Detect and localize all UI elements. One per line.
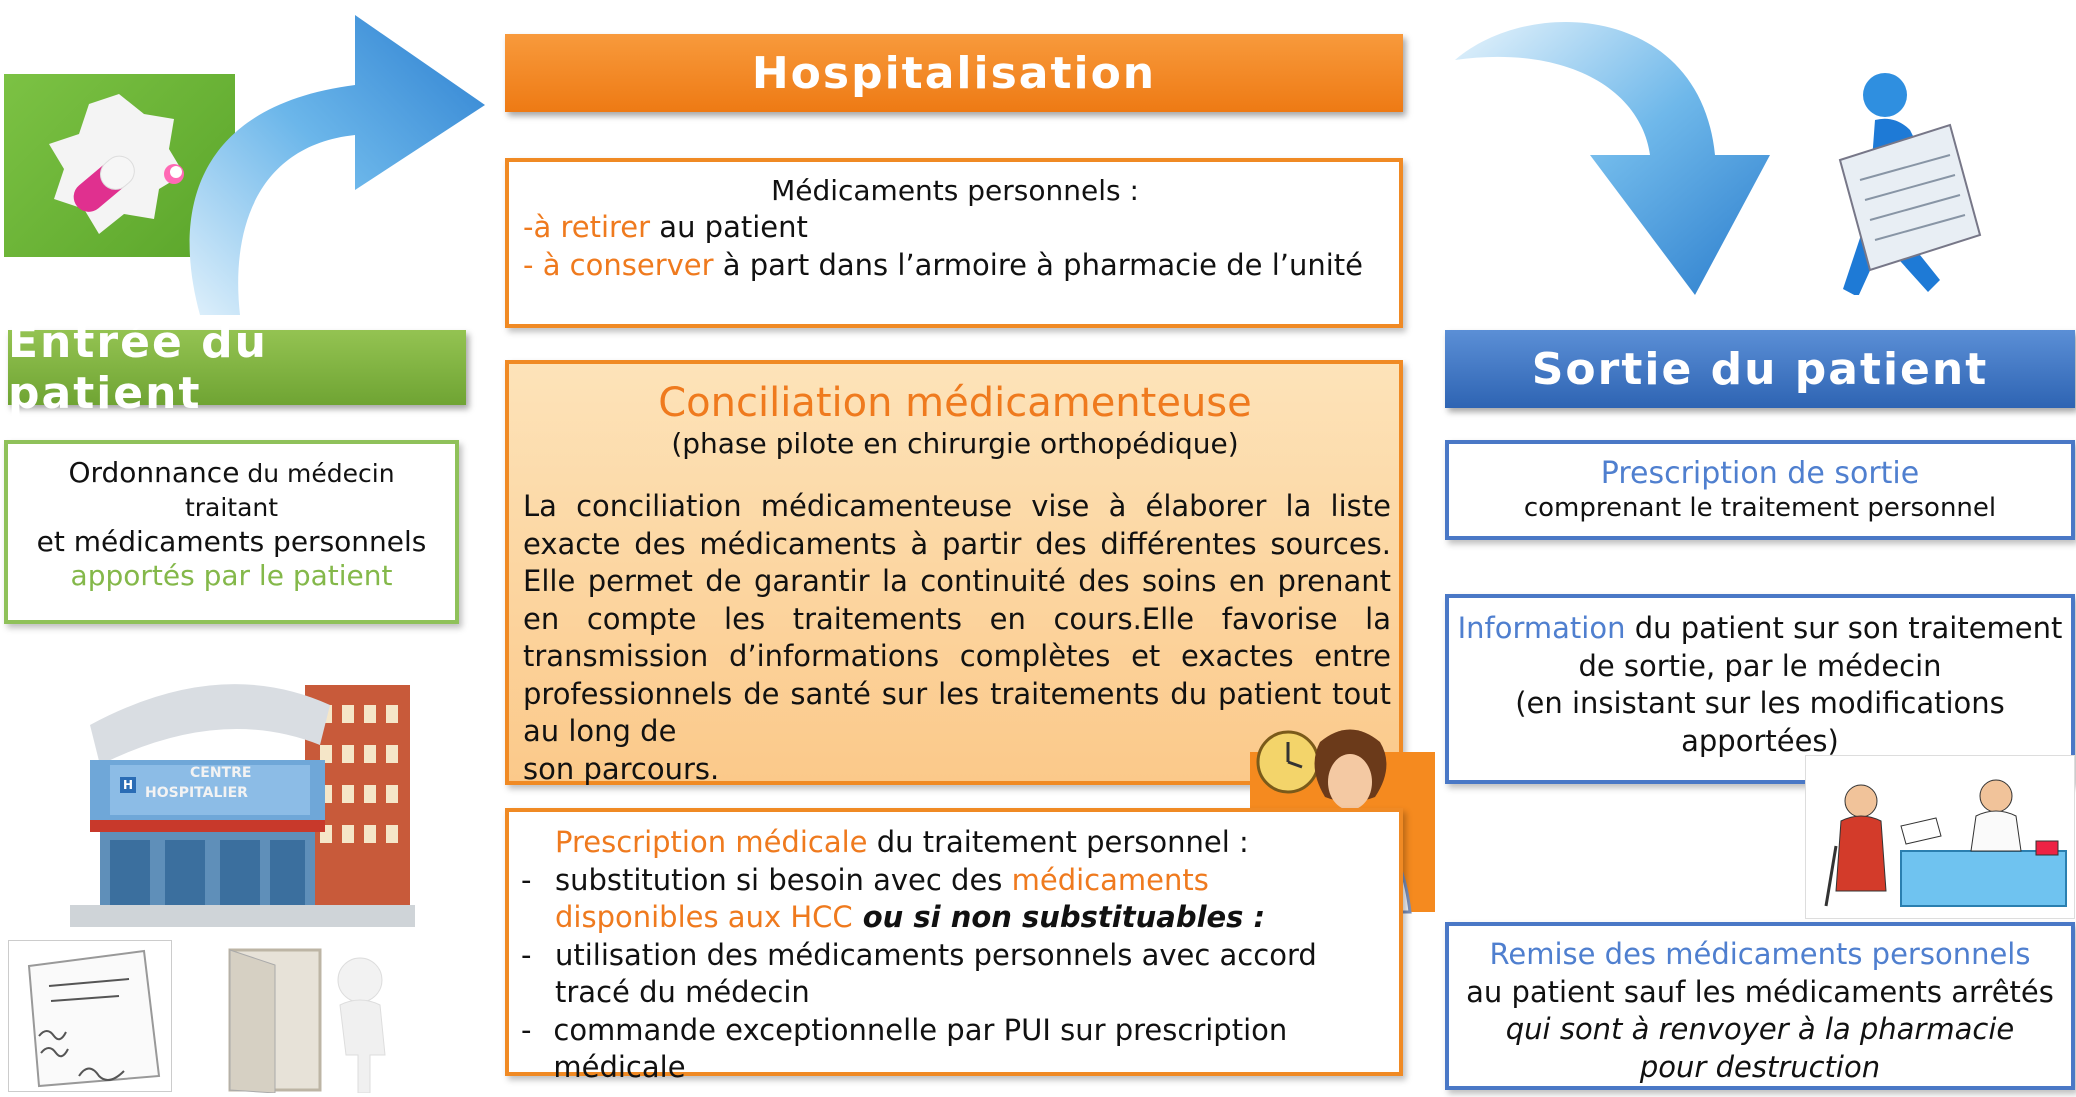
running-figure-image xyxy=(1830,70,2000,297)
hospital-sign-line1: CENTRE xyxy=(190,765,252,781)
hospital-building-image: H CENTRE HOSPITALIER xyxy=(70,665,415,927)
prescription-paper-image xyxy=(8,940,172,1092)
conciliation-body: La conciliation médicamenteuse vise à él… xyxy=(523,489,1391,748)
apportes-label: apportés par le patient xyxy=(70,559,393,592)
information-patient-box: Information du patient sur son traitemen… xyxy=(1445,594,2075,784)
sortie-header: Sortie du patient xyxy=(1445,330,2075,408)
remise-line4: pour destruction xyxy=(1639,1049,1881,1084)
medicaments-personnels-label: et médicaments personnels xyxy=(36,525,427,558)
remise-title: Remise des médicaments personnels xyxy=(1489,937,2031,971)
prescription-item-substitution: - substitution si besoin avec des médica… xyxy=(521,862,1266,935)
remise-line3: qui sont à renvoyer à la pharmacie xyxy=(1505,1012,2015,1046)
information-line4: apportées) xyxy=(1681,723,1839,758)
hospitalisation-header: Hospitalisation xyxy=(505,34,1403,112)
curved-arrow-down-icon xyxy=(1455,21,1770,296)
conciliation-subtitle: (phase pilote en chirurgie orthopédique) xyxy=(671,427,1239,460)
medicaments-personnels-box: Médicaments personnels : -à retirer au p… xyxy=(505,158,1403,328)
information-line3: (en insistant sur les modifications xyxy=(1515,686,2005,720)
information-line1: Information du patient sur son traitemen… xyxy=(1457,611,2063,645)
pharmacy-counter-image xyxy=(1805,755,2075,919)
conciliation-box: Conciliation médicamenteuse (phase pilot… xyxy=(505,360,1403,786)
medicaments-item-retirer: -à retirer au patient xyxy=(523,210,808,244)
hospital-sign-line2: HOSPITALIER xyxy=(145,785,248,801)
medicaments-title: Médicaments personnels : xyxy=(771,174,1139,207)
entree-header: Entrée du patient xyxy=(8,317,466,419)
medicaments-item-conserver: - à conserver à part dans l’armoire à ph… xyxy=(523,248,1364,282)
conciliation-body-end: son parcours. xyxy=(523,751,720,786)
remise-medicaments-box: Remise des médicaments personnels au pat… xyxy=(1445,922,2075,1090)
prescription-item-utilisation: - utilisation des médicaments personnels… xyxy=(521,937,1317,1010)
prescription-title: Prescription médicale du traitement pers… xyxy=(555,825,1249,859)
prescription-medicale-box: Prescription médicale du traitement pers… xyxy=(505,808,1403,1084)
door-figure-image xyxy=(220,945,410,1094)
prescription-sortie-body: comprenant le traitement personnel xyxy=(1523,493,1997,523)
prescription-sortie-box: Prescription de sortie comprenant le tra… xyxy=(1445,440,2075,540)
prescription-sortie-title: Prescription de sortie xyxy=(1600,456,1920,491)
ordonnance-label: Ordonnance xyxy=(68,456,240,489)
du-medecin-label: du médecin xyxy=(239,459,395,488)
prescription-item-commande: - commande exceptionnelle par PUI sur pr… xyxy=(521,1012,1288,1085)
remise-line2: au patient sauf les médicaments arrêtés xyxy=(1466,974,2054,1009)
curved-arrow-right-icon xyxy=(189,15,485,315)
hospital-sign-h: H xyxy=(122,778,134,792)
entree-box: Ordonnance du médecin traitant et médica… xyxy=(4,440,459,624)
pills-image xyxy=(4,74,235,257)
conciliation-title: Conciliation médicamenteuse xyxy=(658,380,1252,426)
information-line2: de sortie, par le médecin xyxy=(1578,648,1942,683)
pill-capsule-icon xyxy=(49,94,184,234)
traitant-label: traitant xyxy=(184,493,279,522)
